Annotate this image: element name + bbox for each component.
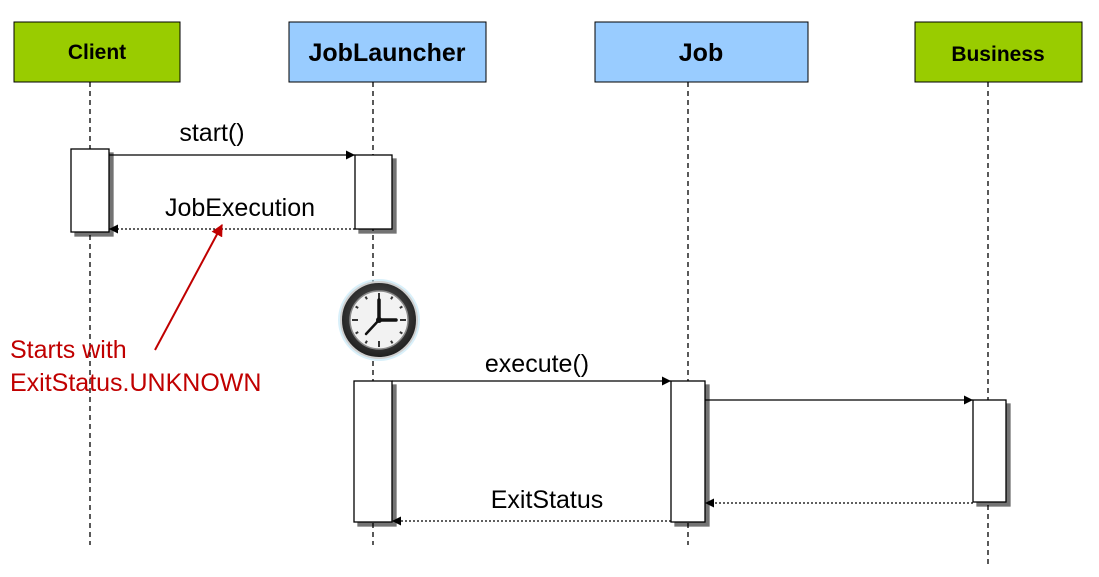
activation-client [70,148,110,233]
message-start-label: start() [179,119,244,147]
clock-tick [364,340,368,344]
participant-client: Client [13,21,181,83]
message-execute-label: execute() [485,350,589,378]
clock-icon [338,279,420,361]
participant-label-joblauncher: JobLauncher [309,39,466,67]
participant-business: Business [914,21,1083,83]
activation-business [972,399,1007,503]
clock-tick [399,305,403,309]
participant-joblauncher: JobLauncher [288,21,487,83]
clock-tick [355,331,359,335]
clock-tick [364,296,368,300]
annotation-arrow [154,223,223,351]
annotation-line-2: ExitStatus.UNKNOWN [10,369,261,397]
activation-job [670,380,706,523]
participant-label-client: Client [68,41,126,64]
clock-tick [390,340,394,344]
activation-joblauncher-2 [353,380,393,523]
participant-job: Job [594,21,809,83]
clock-tick [390,296,394,300]
annotation-line-1: Starts with [10,336,127,364]
activation-joblauncher-1 [354,154,393,230]
clock-tick [355,305,359,309]
message-exitstatus-label: ExitStatus [491,486,604,514]
message-jobexecution-label: JobExecution [165,194,315,222]
clock-tick [399,331,403,335]
participant-label-job: Job [679,39,723,67]
participant-label-business: Business [951,43,1044,66]
